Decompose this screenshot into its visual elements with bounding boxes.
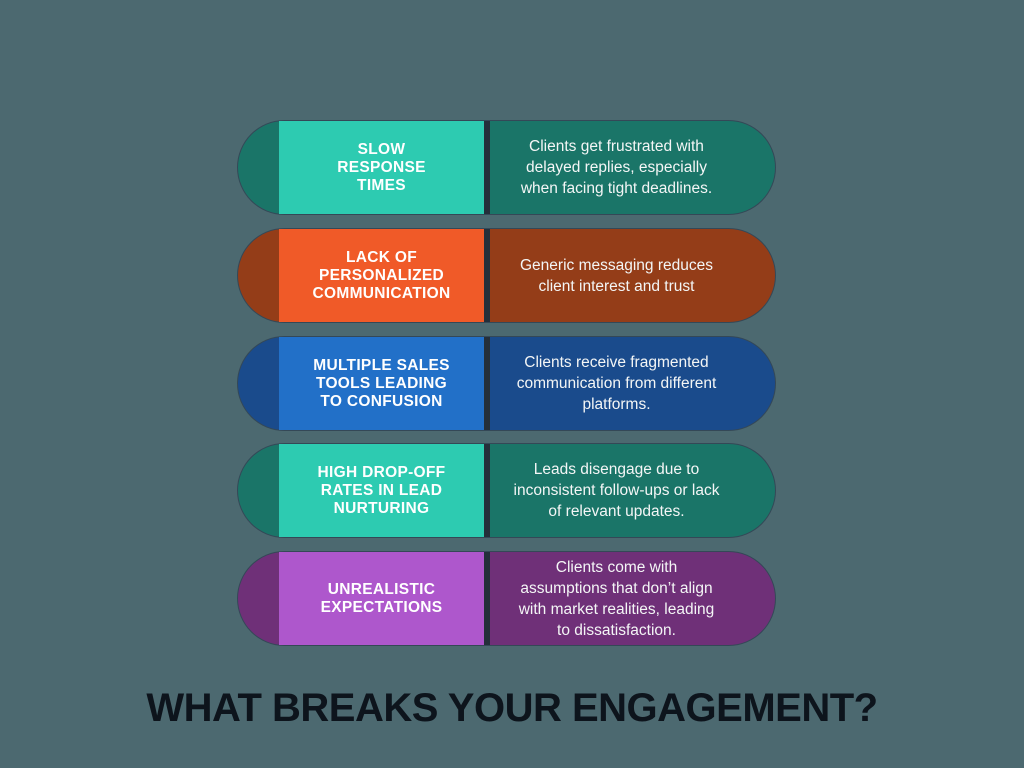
row-slow-response-times: SLOW RESPONSE TIMES Clients get frustrat… [238, 121, 775, 214]
row-description: Clients get frustrated with delayed repl… [520, 138, 713, 197]
row-lack-of-personalized-communication: LACK OF PERSONALIZED COMMUNICATION Gener… [238, 229, 775, 322]
label-separator [484, 444, 490, 537]
label-separator [484, 552, 490, 645]
row-unrealistic-expectations: UNREALISTIC EXPECTATIONS Clients come wi… [238, 552, 775, 645]
row-multiple-sales-tools: MULTIPLE SALES TOOLS LEADING TO CONFUSIO… [238, 337, 775, 430]
row-label: SLOW RESPONSE TIMES [279, 121, 484, 214]
row-label: LACK OF PERSONALIZED COMMUNICATION [279, 229, 484, 322]
row-description: Clients receive fragmented communication… [516, 354, 717, 413]
label-separator [484, 229, 490, 322]
row-label: UNREALISTIC EXPECTATIONS [279, 552, 484, 645]
row-description: Clients come with assumptions that don’t… [518, 558, 715, 639]
label-separator [484, 121, 490, 214]
row-description: Leads disengage due to inconsistent foll… [513, 461, 720, 520]
row-label: MULTIPLE SALES TOOLS LEADING TO CONFUSIO… [279, 337, 484, 430]
row-description: Generic messaging reduces client interes… [520, 256, 713, 295]
row-high-drop-off-rates: HIGH DROP-OFF RATES IN LEAD NURTURING Le… [238, 444, 775, 537]
page-title: WHAT BREAKS YOUR ENGAGEMENT? [146, 686, 878, 730]
label-separator [484, 337, 490, 430]
row-label: HIGH DROP-OFF RATES IN LEAD NURTURING [279, 444, 484, 537]
